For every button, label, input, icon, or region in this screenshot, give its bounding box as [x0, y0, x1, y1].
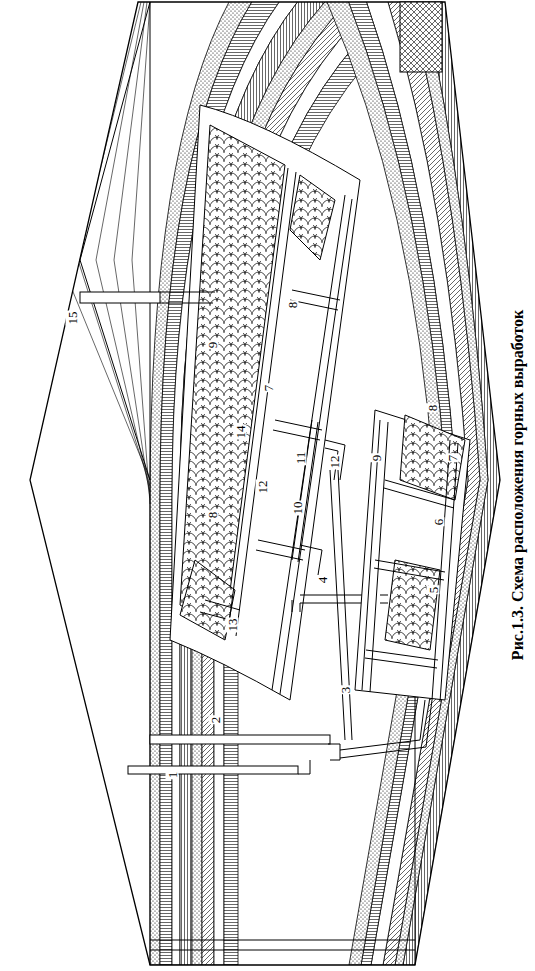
callout-number: 8	[286, 301, 299, 310]
surface-line	[132, 2, 150, 504]
callout-number: 15	[66, 311, 79, 326]
callout-number: 2	[209, 716, 222, 725]
callout-number: 7	[262, 384, 275, 393]
callout-number: 8	[426, 404, 439, 413]
figure-caption: Рис.1.3. Схема расположения горных выраб…	[509, 310, 527, 660]
callout-number: 7	[446, 454, 459, 463]
callout-number: 13	[226, 618, 239, 633]
surface-line	[78, 2, 150, 486]
callout-number: 10	[291, 501, 304, 516]
callout-number: 5	[427, 586, 440, 595]
callout-number: 1	[166, 771, 179, 780]
callout-number: 8	[206, 511, 219, 520]
callout-number: 14	[234, 425, 247, 440]
callout-number: 12	[256, 480, 269, 495]
surface-line	[96, 2, 150, 492]
callout-number: 11	[294, 451, 307, 466]
callout-number: 6	[432, 518, 445, 527]
callout-number: 3	[339, 686, 352, 695]
callout-number: 9	[206, 341, 219, 350]
callout-number: 4	[316, 576, 329, 585]
callout-number: 9	[370, 454, 383, 463]
callout-number: 12	[328, 455, 341, 470]
